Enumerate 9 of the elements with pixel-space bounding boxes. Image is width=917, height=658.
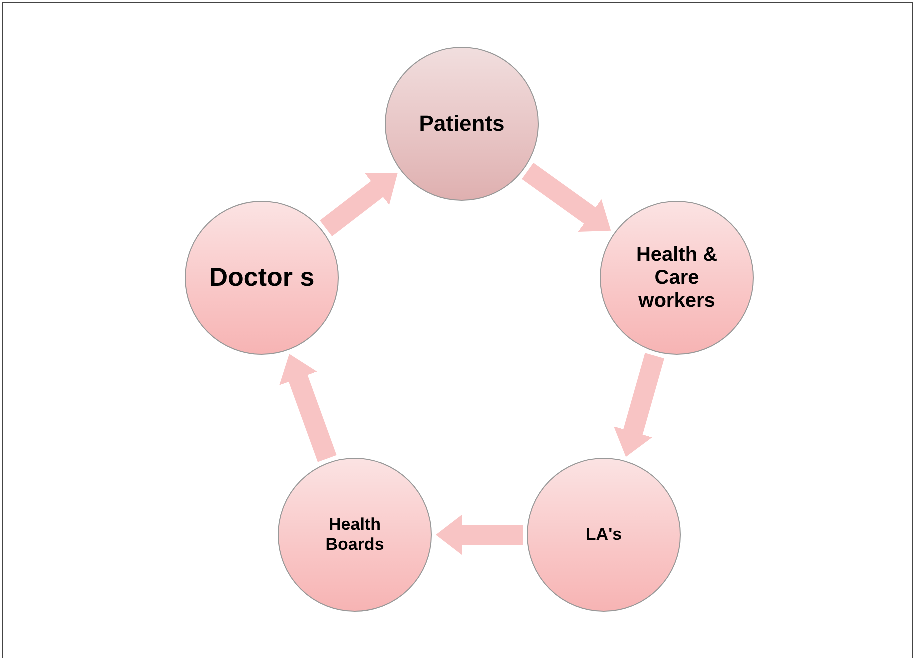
node-label: Health Boards (324, 515, 386, 555)
node-label: Patients (419, 111, 505, 137)
arrow (614, 353, 664, 458)
node-label: Health & Care workers (635, 244, 719, 312)
node-label: Doctor s (209, 263, 315, 293)
arrow (436, 515, 523, 555)
arrow (522, 163, 612, 232)
arrow (320, 173, 398, 236)
node-label: LA's (586, 525, 622, 545)
